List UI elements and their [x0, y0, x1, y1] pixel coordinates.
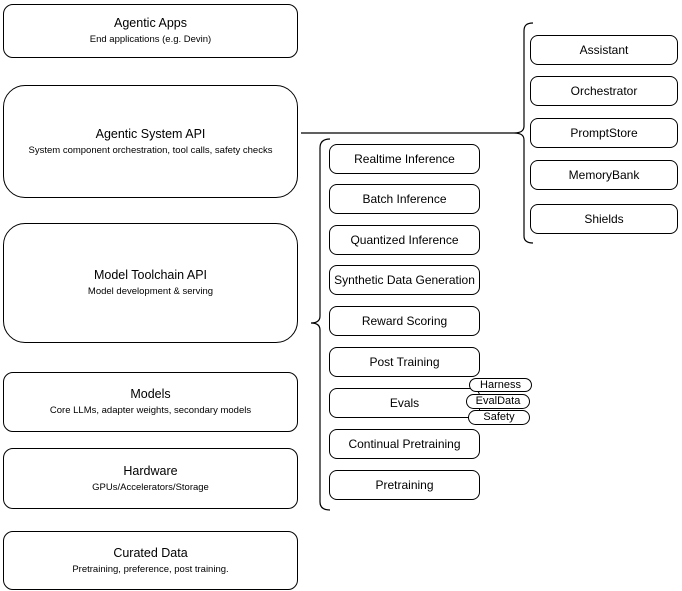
node-models: Models Core LLMs, adapter weights, secon… [3, 372, 298, 432]
node-title: Agentic Apps [114, 16, 187, 30]
node-subtitle: Core LLMs, adapter weights, secondary mo… [49, 405, 252, 416]
node-curated-data: Curated Data Pretraining, preference, po… [3, 531, 298, 590]
tag-harness: Harness [469, 378, 532, 392]
svc-label: Post Training [369, 355, 440, 369]
comp-shields: Shields [530, 204, 678, 234]
node-hardware: Hardware GPUs/Accelerators/Storage [3, 448, 298, 509]
comp-label: Orchestrator [570, 84, 638, 98]
comp-memorybank: MemoryBank [530, 160, 678, 190]
node-subtitle: GPUs/Accelerators/Storage [92, 481, 209, 493]
node-subtitle: Model development & serving [87, 286, 214, 297]
svc-batch-inference: Batch Inference [329, 184, 480, 214]
node-title: Curated Data [113, 545, 188, 560]
svc-label: Batch Inference [362, 192, 447, 206]
comp-assistant: Assistant [530, 35, 678, 65]
comp-promptstore: PromptStore [530, 118, 678, 148]
svc-label: Reward Scoring [361, 314, 448, 328]
middle-brace [310, 138, 331, 511]
svc-evals: Evals [329, 388, 480, 418]
svc-continual-pretraining: Continual Pretraining [329, 429, 480, 459]
node-agentic-apps: Agentic Apps End applications (e.g. Devi… [3, 4, 298, 58]
tag-evaldata: EvalData [466, 394, 530, 409]
svc-label: Quantized Inference [350, 233, 459, 247]
svc-label: Synthetic Data Generation [334, 273, 475, 287]
svc-label: Continual Pretraining [348, 437, 461, 451]
node-subtitle: System component orchestration, tool cal… [28, 144, 273, 156]
node-title: Model Toolchain API [93, 268, 208, 282]
node-title: Hardware [123, 463, 178, 478]
svc-pretraining: Pretraining [329, 470, 480, 500]
svc-reward-scoring: Reward Scoring [329, 306, 480, 336]
svc-label: Realtime Inference [354, 152, 455, 166]
svc-synthetic-data-generation: Synthetic Data Generation [329, 265, 480, 295]
comp-label: MemoryBank [568, 168, 640, 182]
node-model-toolchain-api: Model Toolchain API Model development & … [3, 223, 298, 343]
tag-safety: Safety [468, 410, 530, 425]
comp-label: Assistant [579, 43, 629, 57]
node-subtitle: Pretraining, preference, post training. [72, 563, 229, 575]
comp-orchestrator: Orchestrator [530, 76, 678, 106]
node-agentic-system-api: Agentic System API System component orch… [3, 85, 298, 198]
svc-label: Evals [389, 396, 420, 410]
right-brace [513, 22, 534, 244]
node-title: Agentic System API [95, 126, 206, 141]
node-title: Models [130, 387, 171, 401]
comp-label: Shields [584, 212, 624, 226]
svc-post-training: Post Training [329, 347, 480, 377]
svc-quantized-inference: Quantized Inference [329, 225, 480, 255]
comp-label: PromptStore [570, 126, 638, 140]
tag-label: Harness [480, 378, 521, 391]
svc-realtime-inference: Realtime Inference [329, 144, 480, 174]
node-subtitle: End applications (e.g. Devin) [89, 34, 212, 45]
tag-label: Safety [483, 411, 515, 423]
tag-label: EvalData [475, 395, 521, 407]
svc-label: Pretraining [375, 478, 434, 492]
